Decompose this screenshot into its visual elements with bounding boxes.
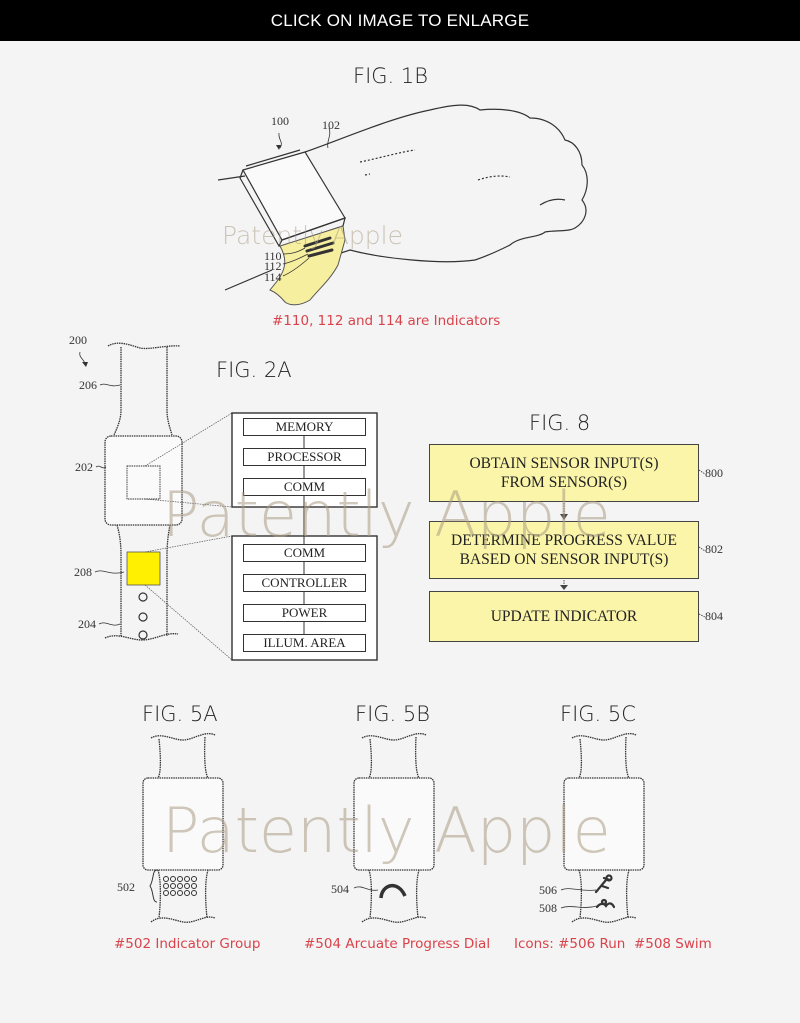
ref-112: 112	[264, 259, 282, 273]
block-illum-area: ILLUM. AREA	[243, 634, 366, 652]
ref-508: 508	[539, 901, 557, 915]
block-comm-upper: COMM	[243, 478, 366, 496]
ref-804: 804	[705, 609, 723, 623]
fig-2a-title: FIG. 2A	[216, 358, 292, 382]
ref-202: 202	[75, 460, 93, 474]
block-processor: PROCESSOR	[243, 448, 366, 466]
block-power: POWER	[243, 604, 366, 622]
ref-114: 114	[264, 270, 282, 284]
flow-step-802: DETERMINE PROGRESS VALUE BASED ON SENSOR…	[429, 521, 699, 579]
ref-504: 504	[331, 882, 349, 896]
block-memory: MEMORY	[243, 418, 366, 436]
ref-102: 102	[322, 118, 340, 132]
enlarge-banner-text: CLICK ON IMAGE TO ENLARGE	[270, 10, 530, 30]
ref-100: 100	[271, 114, 289, 128]
flow-step-804-line1: UPDATE INDICATOR	[490, 608, 638, 625]
flow-step-800-line1: OBTAIN SENSOR INPUT(S)	[469, 455, 659, 472]
ref-800: 800	[705, 466, 723, 480]
fig-1b-caption: #110, 112 and 114 are Indicators	[272, 313, 501, 329]
ref-206: 206	[79, 378, 97, 392]
ref-204: 204	[78, 617, 96, 631]
fig-5c-caption: Icons: #506 Run #508 Swim	[514, 936, 712, 952]
ref-208: 208	[74, 565, 92, 579]
flow-step-800: OBTAIN SENSOR INPUT(S) FROM SENSOR(S)	[429, 444, 699, 502]
ref-502: 502	[117, 880, 135, 894]
ref-802: 802	[705, 542, 723, 556]
flow-step-800-line2: FROM SENSOR(S)	[500, 474, 628, 491]
flow-step-802-line2: BASED ON SENSOR INPUT(S)	[459, 551, 669, 568]
block-controller: CONTROLLER	[243, 574, 366, 592]
block-comm-lower: COMM	[243, 544, 366, 562]
fig-1b-title: FIG. 1B	[353, 64, 429, 88]
fig-5a-caption: #502 Indicator Group	[114, 936, 261, 952]
ref-506: 506	[539, 883, 557, 897]
fig-5a-title: FIG. 5A	[142, 702, 218, 726]
flow-step-802-line1: DETERMINE PROGRESS VALUE	[451, 532, 677, 549]
enlarge-banner[interactable]: CLICK ON IMAGE TO ENLARGE	[0, 0, 800, 41]
fig-5c-title: FIG. 5C	[560, 702, 636, 726]
fig-8-title: FIG. 8	[529, 411, 591, 435]
fig-5b-caption: #504 Arcuate Progress Dial	[304, 936, 491, 952]
ref-110: 110	[264, 249, 282, 263]
ref-200: 200	[69, 333, 87, 347]
flow-step-804: UPDATE INDICATOR	[429, 591, 699, 642]
fig-5b-title: FIG. 5B	[355, 702, 431, 726]
